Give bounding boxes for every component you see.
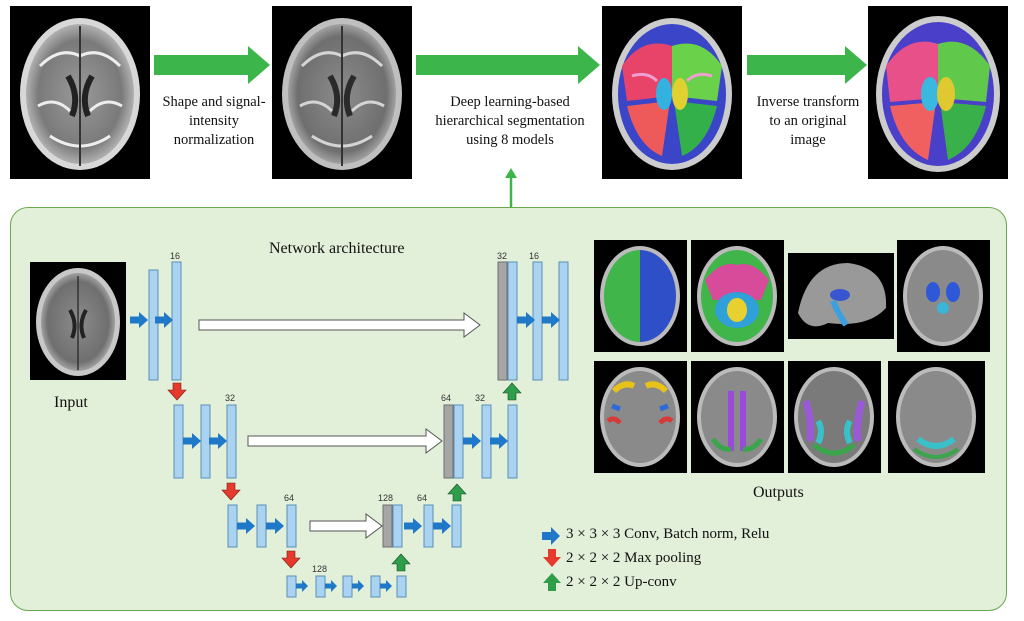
mri-normalized [272, 6, 412, 179]
output-occipital [888, 361, 985, 473]
mri-original [10, 6, 150, 179]
ch-bottleneck: 128 [312, 564, 328, 574]
enc3-block-a [227, 504, 238, 548]
mri-final [868, 6, 1008, 179]
dec2-block-c [507, 404, 518, 479]
ch-dec1-out: 16 [529, 251, 540, 261]
skip-arrow-2 [247, 428, 443, 454]
concat-block-2 [443, 404, 454, 479]
unet-diagram [130, 261, 569, 598]
bottleneck-block-d [370, 575, 381, 598]
legend-pool: 2 × 2 × 2 Max pooling [566, 550, 702, 566]
ch-enc2: 32 [225, 393, 236, 403]
output-hemispheres [594, 240, 687, 352]
output-temporal [788, 361, 881, 473]
enc1-block-a [148, 269, 159, 381]
enc2-block-a [173, 404, 184, 479]
legend-upconv-icon [543, 573, 561, 591]
enc3-block-b [256, 504, 267, 548]
ch-dec2-out: 32 [475, 393, 486, 403]
dec3-block-c [451, 504, 462, 548]
enc3-block-c [286, 504, 297, 548]
outputs-label: Outputs [753, 484, 804, 501]
input-mri [30, 262, 126, 380]
ch-enc1: 16 [170, 251, 181, 261]
input-label: Input [54, 394, 88, 411]
ch-dec1-in: 32 [497, 251, 508, 261]
pipeline-arrow-2 [416, 46, 602, 89]
output-parietal [691, 361, 784, 473]
output-frontal [594, 361, 687, 473]
pipeline-arrow-1 [154, 46, 272, 89]
network-title: Network architecture [269, 240, 405, 257]
output-sagittal [788, 253, 894, 339]
dec2-block-a [453, 404, 464, 479]
output-lobes [691, 240, 784, 352]
dec1-block-a [507, 261, 518, 381]
step2-caption: Deep learning-based hierarchical segment… [435, 94, 585, 148]
bottleneck-block-a [286, 575, 297, 598]
connector-arrow [505, 168, 517, 215]
concat-block-1 [497, 261, 508, 381]
mri-segmented [602, 6, 742, 179]
legend-upconv: 2 × 2 × 2 Up-conv [566, 574, 677, 590]
dec3-block-b [423, 504, 434, 548]
dec1-block-c [558, 261, 569, 381]
ch-dec3-out: 64 [417, 493, 428, 503]
concat-block-3 [382, 504, 393, 548]
dec2-block-b [481, 404, 492, 479]
legend-conv: 3 × 3 × 3 Conv, Batch norm, Relu [566, 526, 770, 542]
bottleneck-block-c [342, 575, 353, 598]
legend-conv-icon [542, 527, 560, 545]
step1-caption: Shape and signal-intensity normalization [162, 94, 266, 148]
dec1-block-b [532, 261, 543, 381]
skip-arrow-1 [198, 312, 481, 338]
pipeline-arrow-3 [747, 46, 869, 89]
ch-dec3-in: 128 [378, 493, 394, 503]
skip-arrow-3 [309, 513, 383, 539]
legend-pool-icon [543, 549, 561, 567]
dec3-block-a [392, 504, 403, 548]
enc2-block-b [200, 404, 211, 479]
step3-caption: Inverse transform to an original image [756, 94, 860, 148]
output-subcortical [897, 240, 990, 352]
bottleneck-block-b [315, 575, 326, 598]
enc2-block-c [226, 404, 237, 479]
bottleneck-block-e [396, 575, 407, 598]
ch-enc3: 64 [284, 493, 295, 503]
ch-dec2-in: 64 [441, 393, 452, 403]
enc1-block-b [171, 261, 182, 381]
